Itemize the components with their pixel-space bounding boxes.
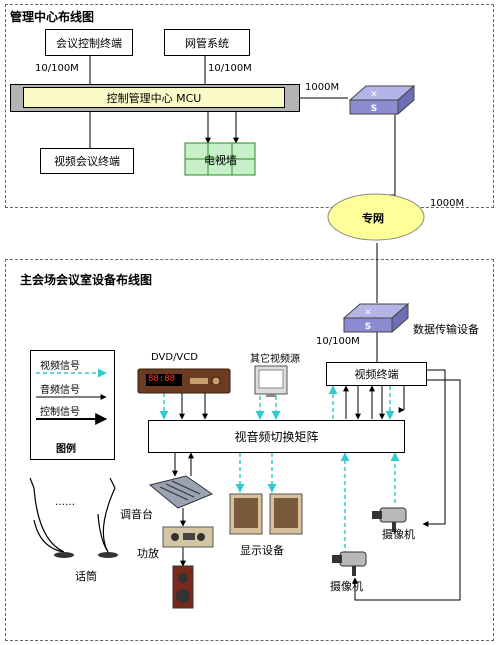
legend-lines bbox=[36, 368, 108, 425]
video-conference-terminal-label: 视频会议终端 bbox=[54, 155, 120, 168]
mic-base-right bbox=[98, 552, 118, 558]
svg-text:✕: ✕ bbox=[364, 308, 372, 318]
amplifier-label: 功放 bbox=[137, 547, 159, 560]
legend-caption: 图例 bbox=[56, 444, 76, 455]
legend-video: 视频信号 bbox=[40, 361, 80, 372]
network-management-system: 网管系统 bbox=[164, 29, 250, 56]
mcu-label: 控制管理中心 MCU bbox=[106, 91, 202, 105]
dvd-player bbox=[137, 368, 231, 394]
display-devices-label: 显示设备 bbox=[240, 544, 284, 557]
main-room-title: 主会场会议室设备布线图 bbox=[20, 273, 153, 287]
svg-text:S: S bbox=[365, 322, 371, 332]
video-conference-terminal: 视频会议终端 bbox=[40, 148, 134, 174]
camera-right-label: 摄像机 bbox=[382, 528, 415, 541]
mcu-inner: 控制管理中心 MCU bbox=[23, 87, 285, 108]
dvd-label: DVD/VCD bbox=[151, 352, 198, 363]
video-terminal: 视频终端 bbox=[326, 362, 427, 386]
other-video-monitor bbox=[254, 365, 288, 397]
svg-text:S: S bbox=[371, 104, 377, 114]
legend-audio: 音频信号 bbox=[40, 385, 80, 396]
legend-box bbox=[30, 350, 115, 460]
microphones bbox=[29, 477, 116, 553]
switch-bottom: ✕ S bbox=[342, 302, 410, 334]
display-screens bbox=[229, 493, 303, 535]
speed-label-left: 10/100M bbox=[35, 63, 79, 74]
audio-control-lines bbox=[172, 369, 461, 601]
video-terminal-label: 视频终端 bbox=[354, 368, 399, 381]
microphone-dots: …… bbox=[55, 497, 75, 508]
switch-top: ✕ S bbox=[348, 84, 416, 116]
av-switch-matrix: 视音频切换矩阵 bbox=[148, 420, 405, 453]
conference-control-terminal-label: 会议控制终端 bbox=[56, 36, 122, 50]
wan-label: 专网 bbox=[362, 212, 384, 225]
other-video-source-label: 其它视频源 bbox=[250, 354, 300, 365]
speed-label-right: 10/100M bbox=[208, 63, 252, 74]
mixer-console bbox=[148, 475, 214, 509]
main-room-frame bbox=[5, 259, 494, 641]
network-management-system-label: 网管系统 bbox=[185, 36, 229, 50]
camera-bottom-shape bbox=[332, 551, 367, 576]
legend-control: 控制信号 bbox=[40, 407, 80, 418]
svg-text:✕: ✕ bbox=[370, 90, 378, 100]
conference-control-terminal: 会议控制终端 bbox=[45, 29, 133, 56]
speaker-cabinet bbox=[172, 565, 194, 609]
data-transfer-device-label: 数据传输设备 bbox=[413, 323, 479, 336]
camera-right-shape bbox=[372, 507, 407, 532]
main-speed-label: 10/100M bbox=[316, 336, 360, 347]
dvd-display: 88:88 bbox=[148, 374, 176, 384]
microphone-label: 话筒 bbox=[75, 570, 97, 583]
mixer-label: 调音台 bbox=[120, 508, 153, 521]
wan-ellipse bbox=[327, 193, 425, 241]
video-signal-lines bbox=[159, 385, 400, 555]
management-center-frame bbox=[5, 4, 494, 208]
mic-base-left bbox=[54, 552, 74, 558]
camera-bottom-label: 摄像机 bbox=[330, 580, 363, 593]
top-links bbox=[89, 55, 396, 213]
av-switch-matrix-label: 视音频切换矩阵 bbox=[234, 430, 319, 444]
tv-wall-grid bbox=[184, 142, 256, 176]
management-center-title: 管理中心布线图 bbox=[10, 10, 95, 24]
mcu-uplink-speed: 1000M bbox=[305, 82, 340, 93]
tv-wall-label: 电视墙 bbox=[204, 154, 237, 167]
wan-speed-label: 1000M bbox=[430, 198, 465, 209]
amplifier-unit bbox=[162, 526, 214, 548]
